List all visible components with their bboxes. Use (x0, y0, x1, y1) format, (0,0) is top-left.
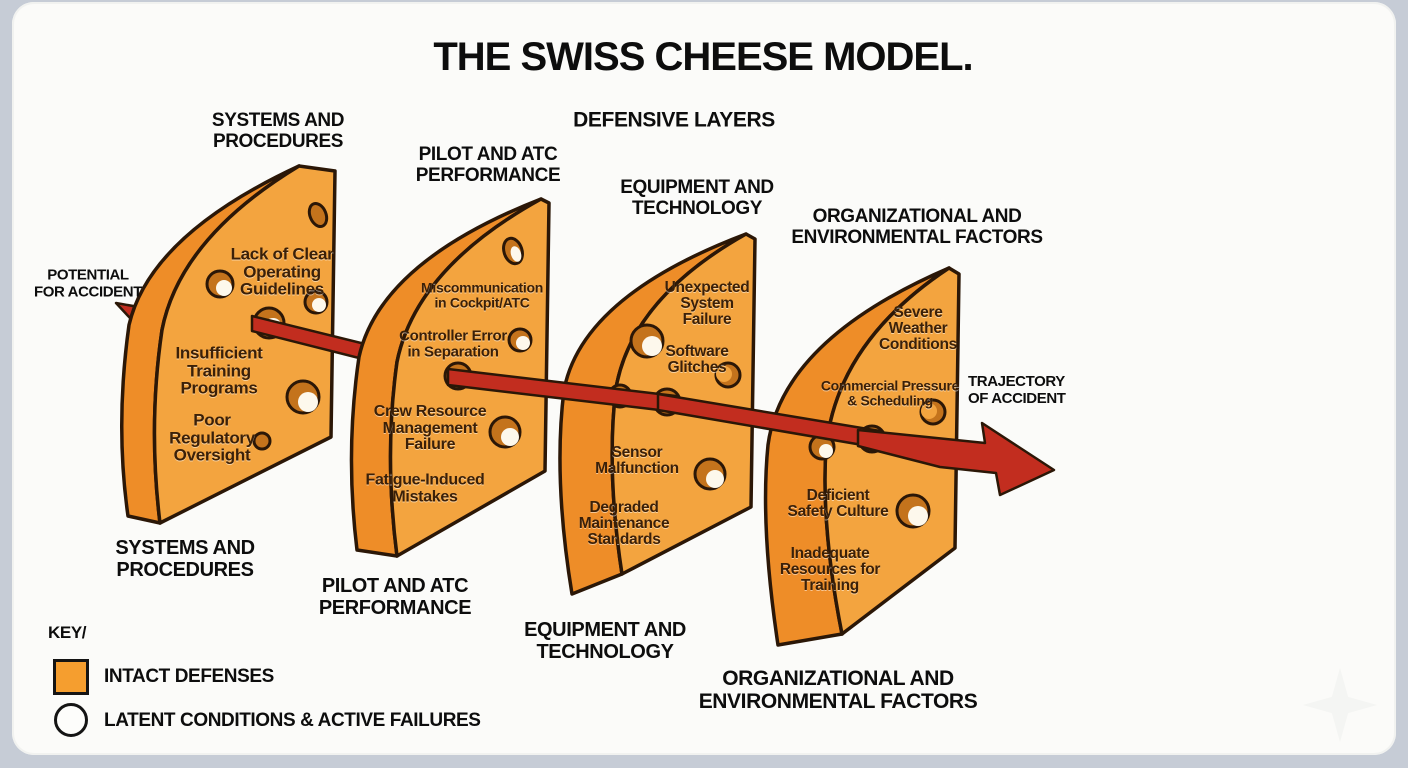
failure-commercial-pressure-scheduling: Commercial Pressure & Scheduling (820, 377, 960, 408)
failure-insufficient-training-programs: Insufficient Training Programs (175, 343, 263, 398)
failure-severe-weather-conditions: Severe Weather Conditions (879, 303, 957, 354)
latent-conditions-swatch (54, 703, 88, 737)
layer1-top-label: SYSTEMS AND PROCEDURES (211, 110, 345, 152)
intact-defenses-swatch (53, 659, 89, 695)
layer4-bottom-label: ORGANIZATIONAL AND ENVIRONMENTAL FACTORS (698, 666, 978, 713)
failure-lack-of-clear-operating-guidelines: Lack of Clear Operating Guidelines (230, 244, 334, 299)
intact-defenses-label: INTACT DEFENSES (104, 666, 274, 687)
failure-crew-resource-management-failure: Crew Resource Management Failure (373, 403, 487, 454)
trajectory-of-accident-label: TRAJECTORY OF ACCIDENT (968, 373, 1066, 407)
layer2-bottom-label: PILOT AND ATC PERFORMANCE (318, 575, 472, 619)
failure-software-glitches: Software Glitches (665, 342, 729, 376)
failure-degraded-maintenance-standards: Degraded Maintenance Standards (578, 498, 670, 549)
accident-arrow-head (856, 421, 1056, 497)
failure-miscommunication-in-cockpit-atc: Miscommunication in Cockpit/ATC (421, 279, 543, 310)
potential-for-accident-label: POTENTIAL FOR ACCIDENT (34, 266, 142, 300)
layer2-top-label: PILOT AND ATC PERFORMANCE (415, 144, 561, 186)
failure-controller-error-in-separation: Controller Error in Separation (399, 327, 507, 360)
failure-deficient-safety-culture: Deficient Safety Culture (787, 486, 889, 520)
layer1-bottom-label: SYSTEMS AND PROCEDURES (115, 537, 255, 581)
layer3-top-label: EQUIPMENT AND TECHNOLOGY (620, 177, 774, 219)
defensive-layers-label: DEFENSIVE LAYERS (573, 108, 775, 132)
cheese-slice-systems-and-procedures (120, 164, 337, 525)
page-title: THE SWISS CHEESE MODEL. (433, 35, 973, 79)
key-title: KEY/ (48, 623, 87, 642)
latent-conditions-label: LATENT CONDITIONS & ACTIVE FAILURES (104, 710, 481, 731)
failure-poor-regulatory-oversight: Poor Regulatory Oversight (169, 410, 255, 465)
layer3-bottom-label: EQUIPMENT AND TECHNOLOGY (524, 619, 686, 663)
layer4-top-label: ORGANIZATIONAL AND ENVIRONMENTAL FACTORS (791, 206, 1043, 248)
failure-sensor-malfunction: Sensor Malfunction (595, 443, 679, 477)
failure-unexpected-system-failure: Unexpected System Failure (664, 278, 750, 329)
failure-fatigue-induced-mistakes: Fatigue-Induced Mistakes (365, 471, 485, 505)
failure-inadequate-resources-for-training: Inadequate Resources for Training (779, 544, 881, 595)
